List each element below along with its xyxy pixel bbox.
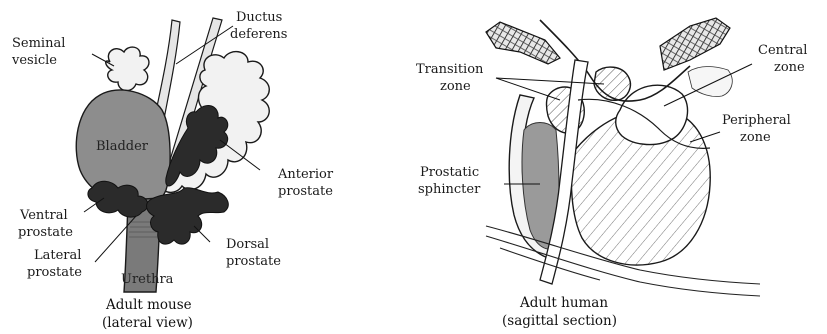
label-anterior-prostate-line2: prostate	[278, 184, 333, 199]
label-lateral-prostate-line1: Lateral	[34, 248, 81, 263]
label-ductus-deferens-line2: deferens	[230, 27, 287, 42]
label-lateral-prostate-line2: prostate	[27, 265, 82, 280]
pubic-bone-right-shape	[660, 18, 730, 70]
label-central-zone-line1: Central	[758, 43, 807, 58]
label-ductus-deferens-line1: Ductus	[236, 10, 282, 25]
label-anterior-prostate-line1: Anterior	[277, 167, 334, 182]
label-peripheral-zone-line2: zone	[740, 130, 771, 145]
label-seminal-vesicle-line2: vesicle	[11, 53, 57, 68]
label-central-zone-line2: zone	[774, 60, 805, 75]
seminal-vesicle-left-shape	[106, 47, 149, 91]
label-ventral-prostate-line2: prostate	[18, 225, 73, 240]
label-prostatic-sphincter-line1: Prostatic	[420, 165, 479, 180]
label-urethra: Urethra	[121, 272, 174, 287]
dorsal-prostate-shape	[147, 188, 229, 244]
label-dorsal-prostate-line2: prostate	[226, 254, 281, 269]
label-bladder: Bladder	[96, 139, 149, 154]
label-prostatic-sphincter-line2: sphincter	[418, 182, 481, 197]
label-transition-zone-line2: zone	[440, 79, 471, 94]
label-seminal-vesicle-line1: Seminal	[12, 36, 65, 51]
label-transition-zone-line1: Transition	[416, 62, 484, 77]
caption-human-line1: Adult human	[519, 295, 608, 311]
caption-mouse-line1: Adult mouse	[105, 297, 192, 313]
caption-mouse-line2: (lateral view)	[102, 315, 193, 331]
caption-human-line2: (sagittal section)	[502, 313, 617, 329]
mouse-diagram: Seminal vesicle Ductus deferens Bladder …	[11, 10, 334, 331]
label-ventral-prostate-line1: Ventral	[19, 208, 68, 223]
tissue-strands-shape	[688, 67, 732, 97]
label-peripheral-zone-line1: Peripheral	[722, 113, 791, 128]
label-dorsal-prostate-line1: Dorsal	[226, 237, 269, 252]
human-diagram: Transition zone Central zone Peripheral …	[416, 18, 807, 329]
